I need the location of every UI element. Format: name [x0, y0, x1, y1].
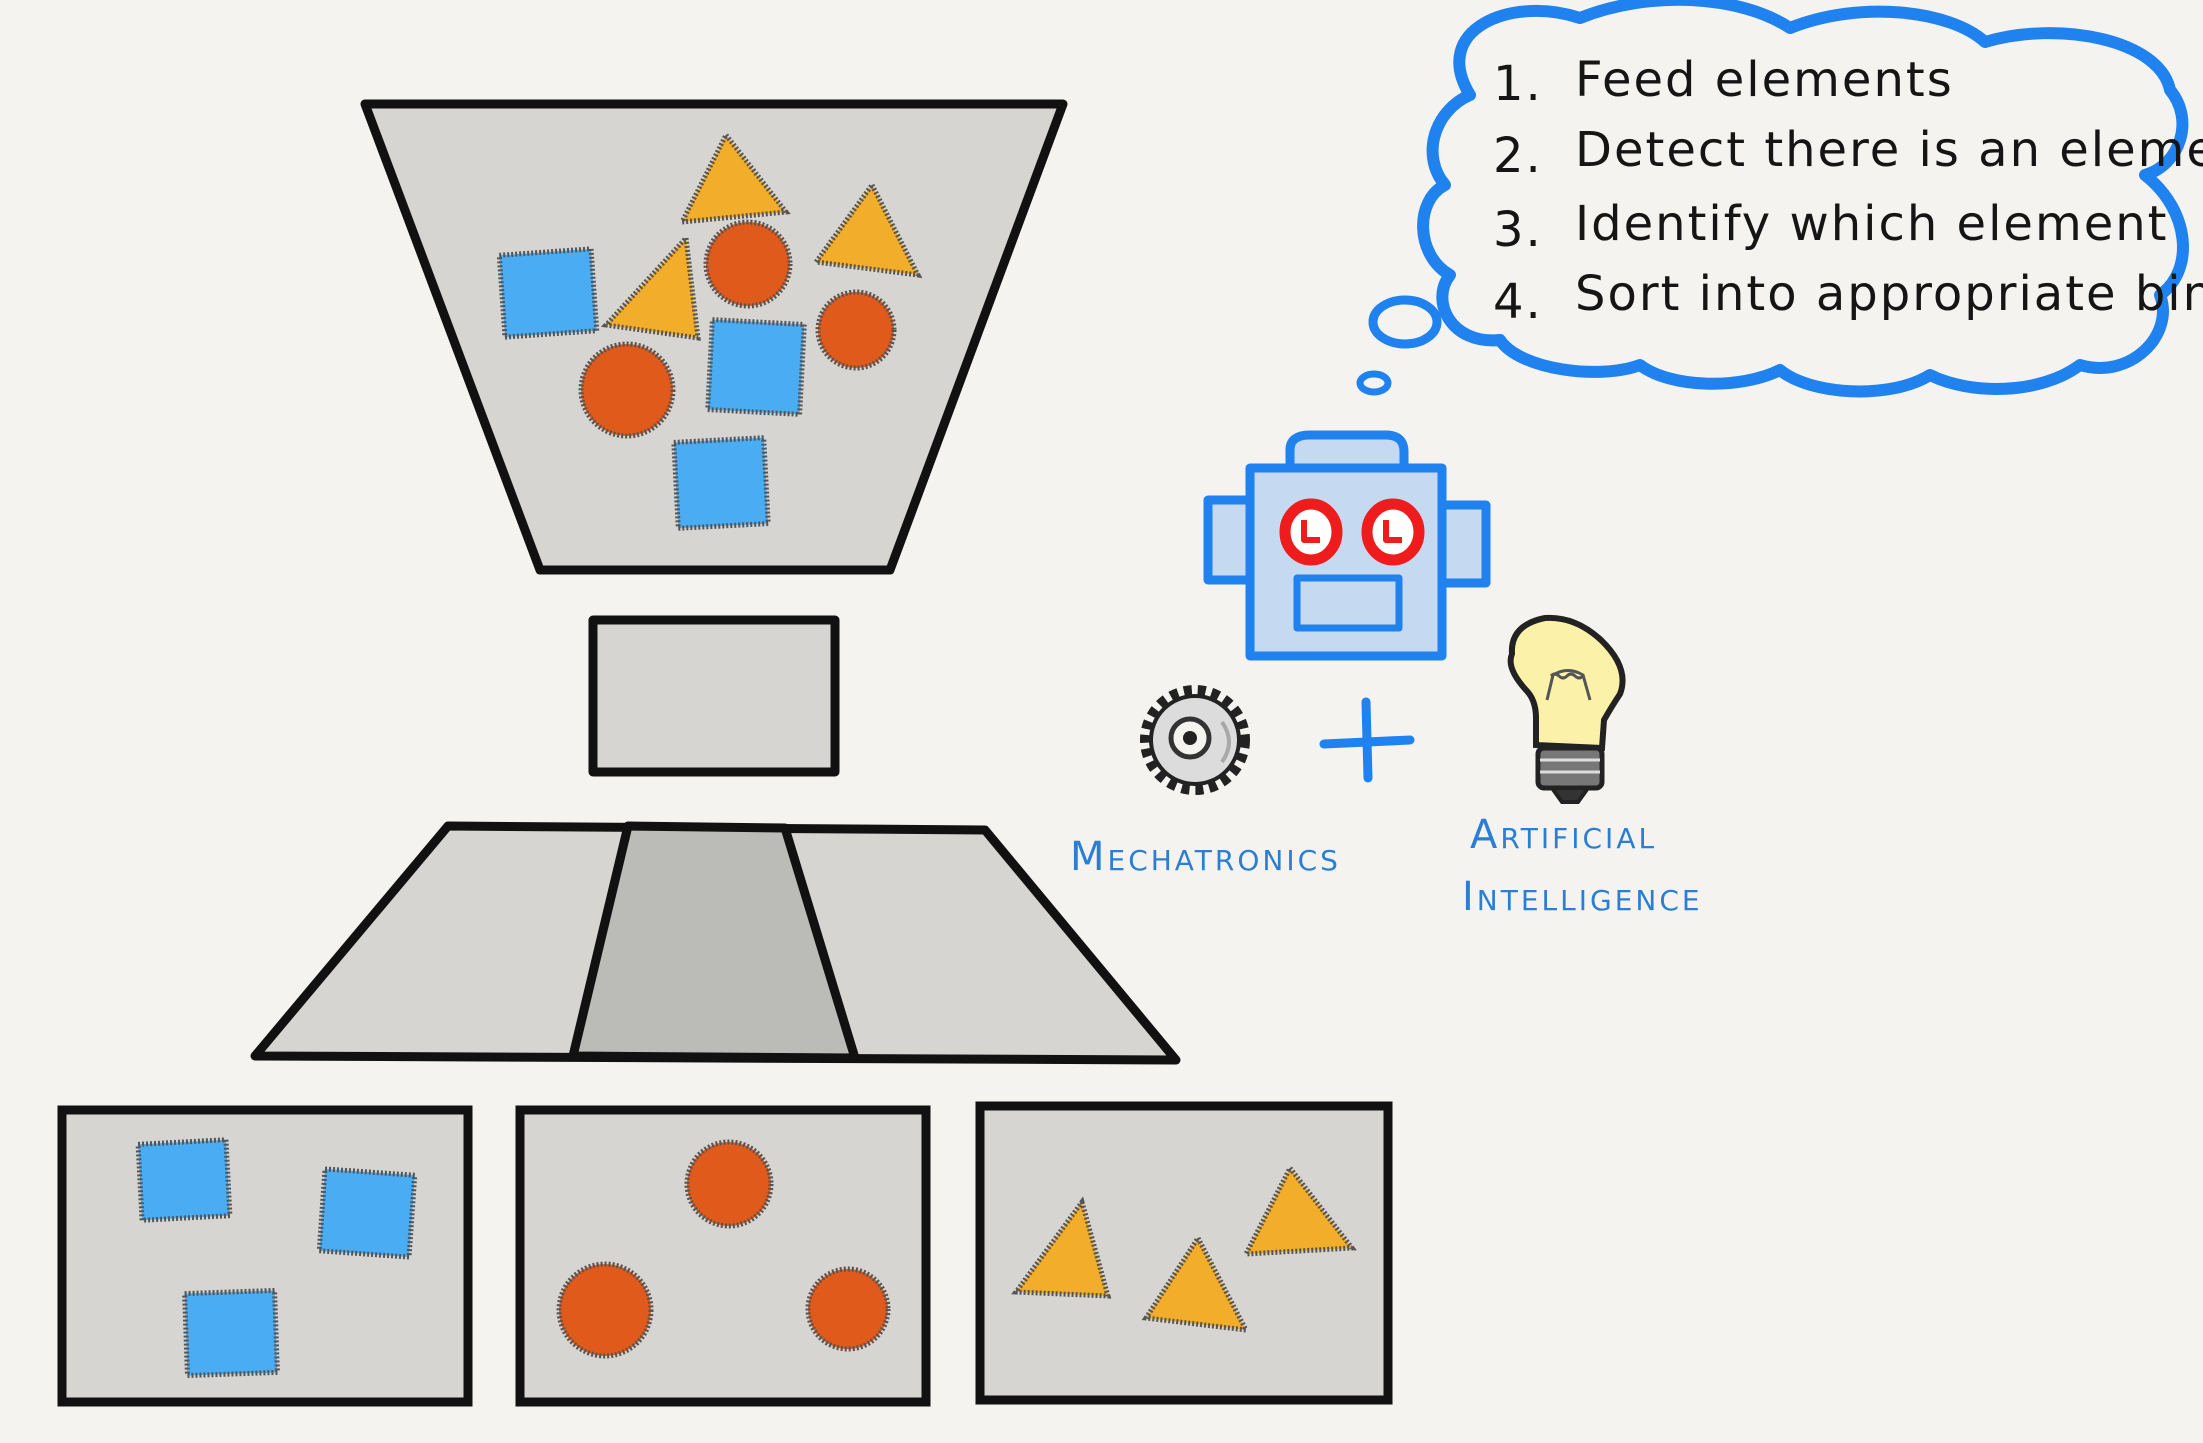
bulb-glass — [1507, 614, 1626, 752]
triangle-element — [1141, 1233, 1251, 1334]
robot-head-icon — [1203, 430, 1491, 661]
step-number: 3. — [1493, 202, 1543, 258]
triangle-element — [1241, 1163, 1357, 1257]
triangle-element — [811, 180, 923, 279]
gear-icon — [1140, 685, 1250, 795]
step-list: 1. Feed elements 2. Detect there is an e… — [1493, 52, 2203, 330]
hopper-elements — [496, 130, 923, 531]
triangle-element — [677, 130, 791, 225]
square-element — [316, 1166, 418, 1260]
detector-box — [588, 615, 840, 777]
mechatronics-label: Mechatronics — [1070, 834, 1341, 880]
ai-label-line2: Intelligence — [1462, 874, 1703, 920]
bin-triangles — [975, 1101, 1393, 1405]
thought-dot-large — [1368, 295, 1442, 349]
circle-element — [703, 219, 793, 309]
thought-dot-small — [1356, 370, 1392, 396]
bulb-base — [1535, 745, 1605, 791]
square-element — [496, 246, 600, 340]
plus-icon — [1319, 697, 1415, 783]
step-text: Feed elements — [1575, 52, 1954, 108]
step-number: 4. — [1493, 274, 1543, 330]
thought-bubble: 1. Feed elements 2. Detect there is an e… — [1356, 0, 2203, 398]
circle-element — [815, 289, 897, 371]
robot-pupil-right — [1383, 520, 1402, 543]
step-number: 1. — [1493, 56, 1543, 112]
lightbulb-icon — [1507, 614, 1626, 804]
robot-ear-right — [1437, 500, 1491, 588]
step-number: 2. — [1493, 128, 1543, 184]
circle-element — [556, 1261, 654, 1359]
robot-ear-left — [1203, 495, 1257, 585]
circle-element — [684, 1139, 774, 1229]
square-element — [671, 435, 771, 531]
step-text: Identify which element — [1575, 196, 2168, 252]
circle-element — [805, 1266, 891, 1352]
robot-eye-right — [1361, 498, 1425, 566]
thought-cloud — [1417, 0, 2189, 398]
sorting-chute-center — [568, 821, 860, 1063]
square-element — [705, 317, 807, 417]
ai-label-line1: Artificial — [1470, 812, 1657, 858]
robot-eye-left — [1279, 498, 1343, 566]
robot-antenna — [1285, 430, 1409, 468]
step-text: Detect there is an element — [1575, 122, 2203, 178]
triangle-element — [600, 232, 701, 341]
step-text: Sort into appropriate bin — [1575, 266, 2203, 322]
robot-pupil-left — [1301, 520, 1320, 543]
triangle-element — [1011, 1196, 1112, 1299]
robot-mouth — [1293, 574, 1403, 632]
square-element — [182, 1287, 280, 1379]
square-element — [135, 1137, 233, 1223]
bulb-tip — [1548, 786, 1592, 804]
bin-elements — [135, 1137, 1357, 1379]
circle-element — [578, 341, 676, 439]
